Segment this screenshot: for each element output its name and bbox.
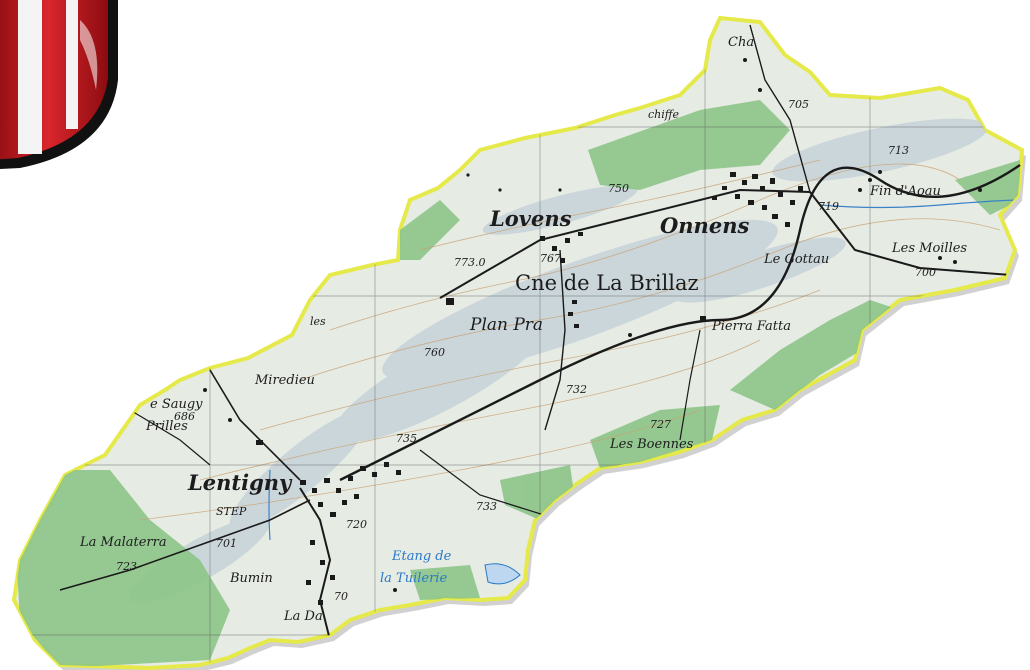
label-step: STEP xyxy=(216,505,247,518)
place-labels: Cne de La Brillaz Lovens Onnens Lentigny… xyxy=(79,35,967,624)
elev-700: 700 xyxy=(915,266,936,279)
label-onnens: Onnens xyxy=(660,213,749,238)
label-prilles: Prilles xyxy=(145,419,188,434)
label-etang-line2: la Tuilerie xyxy=(380,571,447,586)
label-lentigny: Lentigny xyxy=(187,470,293,495)
elev-720: 720 xyxy=(346,518,367,531)
label-fin-d-aoau: Fin d'Aoau xyxy=(869,184,941,199)
elev-760: 760 xyxy=(424,346,445,359)
label-etang-line1: Etang de xyxy=(391,549,452,564)
village-lovens xyxy=(540,232,583,328)
elev-705: 705 xyxy=(788,98,809,111)
label-la-malaterra: La Malaterra xyxy=(79,535,167,550)
farm-dots xyxy=(203,58,982,592)
streams xyxy=(268,199,1021,541)
elev-70: 70 xyxy=(334,590,348,603)
elev-686: 686 xyxy=(174,410,195,423)
elev-701: 701 xyxy=(216,537,237,550)
elev-735: 735 xyxy=(396,432,417,445)
label-les-moilles: Les Moilles xyxy=(891,241,967,256)
village-lentigny xyxy=(256,298,706,605)
label-pierra-fatta: Pierra Fatta xyxy=(711,319,791,334)
coat-of-arms xyxy=(0,0,118,169)
elev-773: 773.0 xyxy=(454,256,486,269)
elev-733: 733 xyxy=(476,500,497,513)
label-plan-pra: Plan Pra xyxy=(469,315,543,335)
elev-713: 713 xyxy=(888,144,909,157)
pond xyxy=(484,563,521,585)
label-le-gottau: Le Gottau xyxy=(763,252,829,267)
commune-name: Cne de La Brillaz xyxy=(515,271,699,295)
elev-732: 732 xyxy=(566,383,587,396)
elev-719: 719 xyxy=(818,200,839,213)
elev-727: 727 xyxy=(650,418,671,431)
label-chiffe: chiffe xyxy=(648,108,680,121)
elev-767: 767 xyxy=(540,252,561,265)
village-onnens xyxy=(712,172,803,227)
label-cha: Cha xyxy=(728,35,754,50)
label-bumin: Bumin xyxy=(229,571,273,586)
label-les: les xyxy=(310,315,326,328)
elevation-labels: 705 713 719 700 750 767 773.0 760 732 72… xyxy=(116,98,936,603)
label-la-da: La Da xyxy=(283,609,323,624)
elev-723: 723 xyxy=(116,560,137,573)
forest-areas xyxy=(14,100,1020,668)
label-les-boennes: Les Boennes xyxy=(609,437,694,452)
contour-lines xyxy=(139,159,1001,521)
settlements xyxy=(203,58,982,605)
elev-750: 750 xyxy=(608,182,629,195)
label-lovens: Lovens xyxy=(489,206,572,231)
relief-shading xyxy=(130,118,988,604)
label-saugy: e Saugy xyxy=(150,397,203,412)
label-miredieu: Miredieu xyxy=(254,373,315,388)
